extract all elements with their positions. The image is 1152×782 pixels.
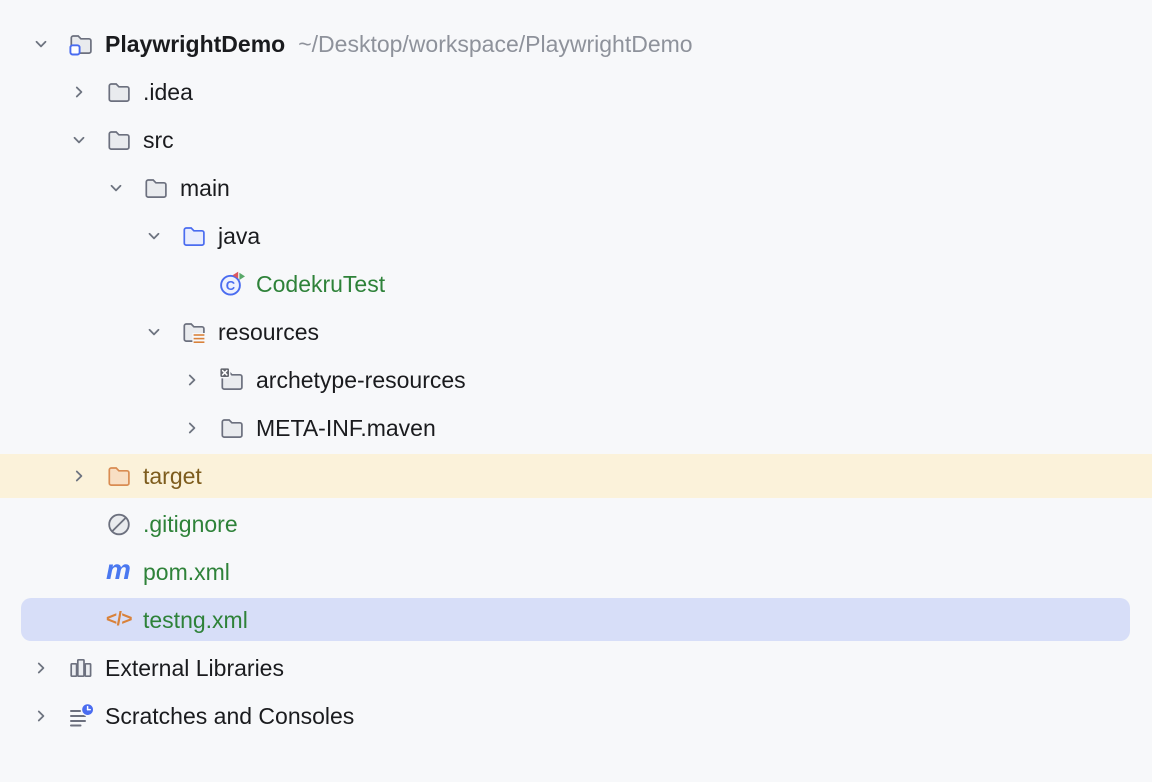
chevron-down-icon[interactable]: [30, 31, 68, 57]
tree-row-meta-inf-maven[interactable]: META-INF.maven: [0, 404, 1152, 452]
folder-icon: [106, 79, 136, 105]
tree-item-label: testng.xml: [143, 606, 248, 633]
chevron-down-icon[interactable]: [105, 175, 143, 201]
tree-item-label: pom.xml: [143, 558, 230, 585]
chevron-right-icon[interactable]: [68, 79, 106, 105]
tree-item-label: java: [218, 222, 261, 249]
tree-row-codekrutest[interactable]: C CodekruTest: [0, 260, 1152, 308]
excluded-root-folder-icon: [106, 463, 136, 489]
svg-text:C: C: [226, 278, 236, 293]
tree-item-label: .idea: [143, 78, 193, 105]
chevron-right-icon[interactable]: [181, 415, 219, 441]
tree-row-playwrightdemo[interactable]: PlaywrightDemo ~/Desktop/workspace/Playw…: [0, 20, 1152, 68]
chevron-spacer: [68, 607, 106, 633]
sources-folder-icon: [181, 223, 211, 249]
chevron-down-icon[interactable]: [68, 127, 106, 153]
external-libraries-icon: [68, 655, 98, 681]
tree-row-scratches-and-consoles[interactable]: Scratches and Consoles: [0, 692, 1152, 740]
tree-row-resources[interactable]: resources: [0, 308, 1152, 356]
chevron-right-icon[interactable]: [30, 703, 68, 729]
tree-item-label: CodekruTest: [256, 270, 386, 297]
tree-item-label: .gitignore: [143, 510, 238, 537]
project-tree: PlaywrightDemo ~/Desktop/workspace/Playw…: [0, 20, 1152, 740]
project-path-label: ~/Desktop/workspace/PlaywrightDemo: [298, 30, 693, 57]
chevron-spacer: [181, 271, 219, 297]
tree-row-src[interactable]: src: [0, 116, 1152, 164]
tree-row-target[interactable]: target: [0, 452, 1152, 500]
chevron-right-icon[interactable]: [181, 367, 219, 393]
folder-icon: [106, 127, 136, 153]
chevron-down-icon[interactable]: [143, 319, 181, 345]
tree-item-label: resources: [218, 318, 319, 345]
resources-folder-icon: [181, 319, 211, 345]
chevron-right-icon[interactable]: [68, 463, 106, 489]
tree-item-label: META-INF.maven: [256, 414, 436, 441]
scratches-icon: [68, 703, 98, 729]
tree-row-archetype-resources[interactable]: archetype-resources: [0, 356, 1152, 404]
tree-item-label: src: [143, 126, 174, 153]
tree-row-main[interactable]: main: [0, 164, 1152, 212]
xml-file-icon: </>: [106, 609, 132, 630]
tree-item-label: Scratches and Consoles: [105, 702, 355, 729]
tree-item-label: External Libraries: [105, 654, 284, 681]
tree-row-gitignore[interactable]: .gitignore: [0, 500, 1152, 548]
tree-item-label: archetype-resources: [256, 366, 466, 393]
chevron-right-icon[interactable]: [30, 655, 68, 681]
chevron-spacer: [68, 559, 106, 585]
tree-row-pom-xml[interactable]: m pom.xml: [0, 548, 1152, 596]
tree-row-external-libraries[interactable]: External Libraries: [0, 644, 1152, 692]
excluded-folder-icon: [219, 367, 249, 393]
chevron-down-icon[interactable]: [143, 223, 181, 249]
tree-row-testng-xml[interactable]: </> testng.xml: [0, 596, 1152, 644]
chevron-spacer: [68, 511, 106, 537]
project-name-label: PlaywrightDemo: [105, 30, 286, 57]
tree-item-label: main: [180, 174, 230, 201]
ignored-file-icon: [106, 511, 136, 537]
tree-row-idea[interactable]: .idea: [0, 68, 1152, 116]
project-folder-icon: [68, 31, 98, 57]
tree-item-label: target: [143, 462, 202, 489]
folder-icon: [219, 415, 249, 441]
maven-file-icon: m: [106, 554, 131, 585]
folder-icon: [143, 175, 173, 201]
java-test-class-icon: C: [219, 271, 249, 297]
tree-row-java[interactable]: java: [0, 212, 1152, 260]
